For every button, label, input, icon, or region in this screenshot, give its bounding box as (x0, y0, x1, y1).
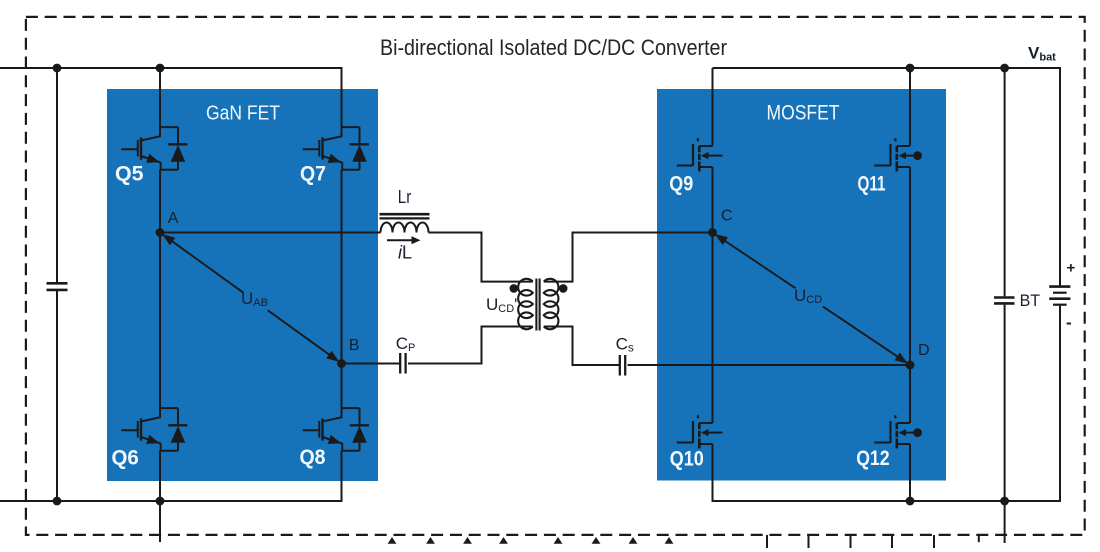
svg-text:A: A (168, 210, 179, 227)
svg-text:Q6: Q6 (112, 446, 139, 469)
svg-text:Q11: Q11 (858, 172, 886, 195)
svg-text:iL: iL (398, 243, 412, 263)
svg-text:Q8: Q8 (300, 446, 326, 469)
svg-text:B: B (349, 337, 360, 354)
svg-text:D: D (918, 342, 930, 359)
svg-text:Q7: Q7 (300, 163, 326, 186)
svg-text:Q9: Q9 (669, 172, 693, 195)
svg-text:Lr: Lr (398, 187, 412, 207)
svg-text:Q5: Q5 (115, 163, 144, 186)
svg-text:+: + (1067, 260, 1076, 277)
svg-text:MOSFET: MOSFET (767, 101, 840, 124)
svg-text:Bi-directional Isolated DC/DC: Bi-directional Isolated DC/DC Converter (380, 35, 727, 60)
svg-text:-: - (1066, 313, 1072, 332)
svg-text:Q12: Q12 (856, 447, 889, 470)
svg-text:C: C (721, 208, 733, 225)
svg-text:BT: BT (1020, 291, 1041, 310)
svg-text:Q10: Q10 (670, 447, 704, 470)
svg-text:GaN FET: GaN FET (206, 101, 280, 124)
